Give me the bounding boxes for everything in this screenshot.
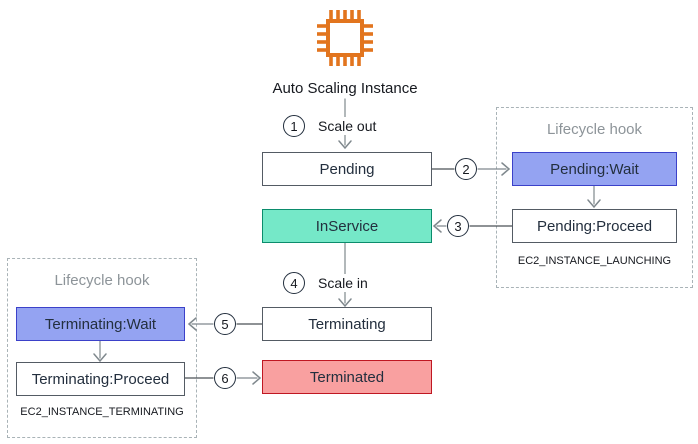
arrowhead-pending-proceed xyxy=(587,199,601,209)
arrowhead-inservice xyxy=(432,219,442,233)
lifecycle-hook-group-terminating xyxy=(7,258,197,438)
state-box-terminated: Terminated xyxy=(262,360,432,394)
hook-code-launching: EC2_INSTANCE_LAUNCHING xyxy=(517,255,672,267)
arrowhead-terminating xyxy=(338,298,352,308)
state-box-pending: Pending xyxy=(262,152,432,186)
step-label-scale-in: Scale in xyxy=(315,274,371,292)
arrowhead-scale-out xyxy=(338,140,352,150)
arrowhead-pending-wait xyxy=(501,162,511,176)
state-box-terminating-proceed: Terminating:Proceed xyxy=(16,362,185,396)
step-label-scale-out: Scale out xyxy=(315,117,380,135)
state-box-pending-proceed: Pending:Proceed xyxy=(512,209,677,243)
arrowhead-terminated xyxy=(252,371,262,385)
diagram-title: Auto Scaling Instance xyxy=(272,80,418,97)
state-box-inservice: InService xyxy=(262,209,432,243)
step-circle-1: 1 xyxy=(283,115,305,137)
lifecycle-hook-group-launching xyxy=(496,107,693,288)
state-box-terminating-wait: Terminating:Wait xyxy=(16,307,185,341)
arrowhead-terminating-proceed xyxy=(93,353,107,363)
state-box-terminating: Terminating xyxy=(262,307,432,341)
arrowhead-terminating-wait xyxy=(187,317,197,331)
step-circle-5: 5 xyxy=(214,313,236,335)
lifecycle-hook-title-terminating: Lifecycle hook xyxy=(54,272,150,289)
state-box-pending-wait: Pending:Wait xyxy=(512,152,677,186)
step-circle-6: 6 xyxy=(214,367,236,389)
step-circle-2: 2 xyxy=(455,158,477,180)
auto-scaling-instance-icon xyxy=(317,10,373,66)
step-circle-3: 3 xyxy=(447,215,469,237)
step-circle-4: 4 xyxy=(283,272,305,294)
hook-code-terminating: EC2_INSTANCE_TERMINATING xyxy=(20,406,184,418)
lifecycle-hook-title-launching: Lifecycle hook xyxy=(546,121,643,138)
